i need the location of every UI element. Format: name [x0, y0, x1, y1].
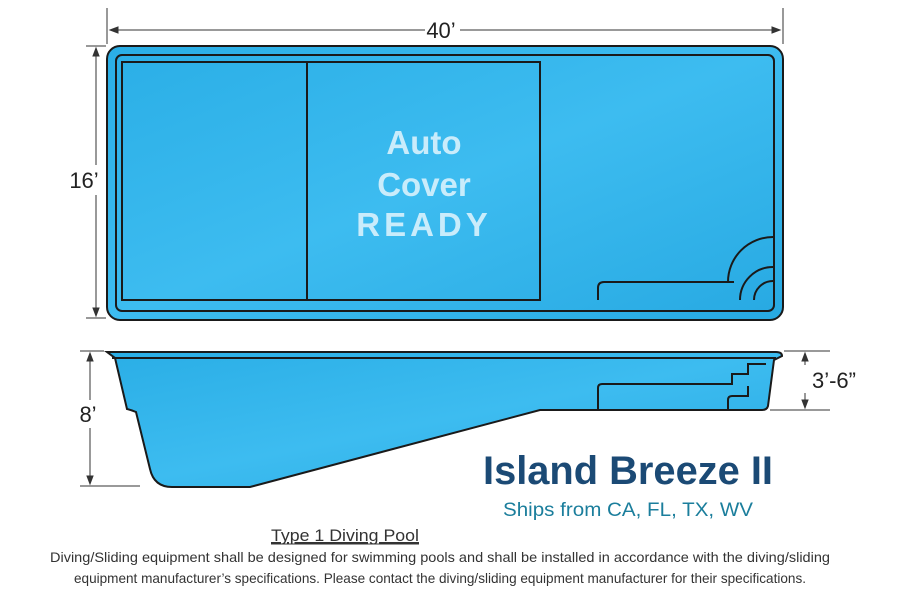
width-dimension [86, 45, 106, 319]
deep-depth-label: 8’ [79, 402, 96, 427]
ships-from-text: Ships from CA, FL, TX, WV [503, 500, 753, 521]
notice-line-2: equipment manufacturer’s specifications.… [74, 570, 806, 586]
shallow-depth-dimension [770, 350, 830, 411]
auto-cover-ready-text: READY [356, 206, 492, 243]
deep-depth-dimension [80, 350, 140, 487]
auto-cover-text: Auto [386, 124, 461, 161]
pool-top-view [106, 45, 784, 321]
length-label: 40’ [426, 18, 455, 43]
notice-line-1: Diving/Sliding equipment shall be design… [50, 549, 830, 565]
shallow-depth-label: 3’-6” [812, 368, 856, 393]
pool-side-view [104, 351, 784, 488]
product-title: Island Breeze II [483, 449, 773, 493]
length-dimension [106, 8, 784, 44]
notice-heading: Type 1 Diving Pool [271, 526, 419, 545]
auto-cover-text: Cover [377, 166, 471, 203]
width-label: 16’ [69, 168, 98, 193]
